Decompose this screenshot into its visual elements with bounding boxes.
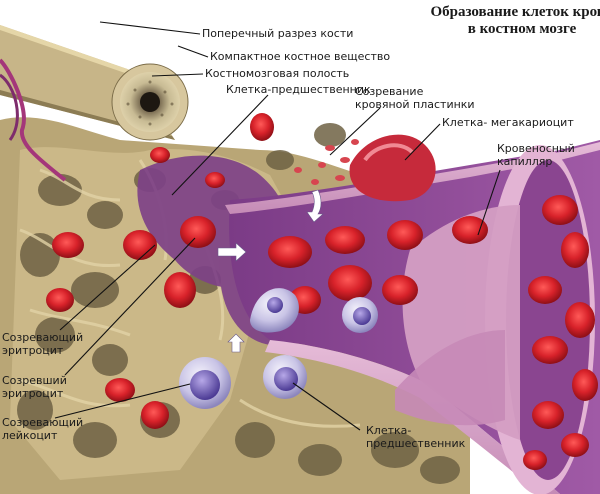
- label-cross-section: Поперечный разрез кости: [202, 27, 353, 40]
- label-maturing-erythrocyte-line-2: эритроцит: [2, 344, 64, 357]
- label-platelet-line-1: Созревание: [355, 85, 424, 98]
- title-line-2: в костном мозге: [468, 21, 577, 37]
- label-mature-erythrocyte-line-1: Созревший: [2, 374, 67, 387]
- label-capillary-line-1: Кровеносный: [497, 142, 575, 155]
- label-maturing-leukocyte-line-1: Созревающий: [2, 416, 83, 429]
- label-capillary-line-2: капилляр: [497, 155, 552, 168]
- label-progenitor-bottom-line-2: предшественник: [366, 437, 466, 450]
- megakaryocyte-cell: [349, 134, 436, 202]
- erythrocytes-in-capillary: [268, 195, 598, 470]
- title-line-1: Образование клеток крови: [430, 4, 600, 20]
- erythrocytes-in-marrow: [46, 113, 274, 429]
- label-maturing-erythrocyte-line-1: Созревающий: [2, 331, 83, 344]
- label-maturing-leukocyte-line-2: лейкоцит: [2, 429, 58, 442]
- label-progenitor-top: Клетка-предшественник: [226, 83, 371, 96]
- label-megakaryocyte: Клетка- мегакариоцит: [442, 116, 574, 129]
- label-mature-erythrocyte-line-2: эритроцит: [2, 387, 64, 400]
- label-compact-bone: Компактное костное вещество: [210, 50, 390, 63]
- platelets: [294, 139, 359, 185]
- label-platelet-line-2: кровяной пластинки: [355, 98, 475, 111]
- label-marrow-cavity: Костномозговая полость: [205, 67, 349, 80]
- label-progenitor-bottom-line-1: Клетка-: [366, 424, 411, 437]
- leader-lines: [54, 21, 501, 431]
- bone-cross-section: [0, 25, 189, 182]
- migration-arrows: [217, 189, 324, 353]
- leukocytes: [179, 288, 378, 409]
